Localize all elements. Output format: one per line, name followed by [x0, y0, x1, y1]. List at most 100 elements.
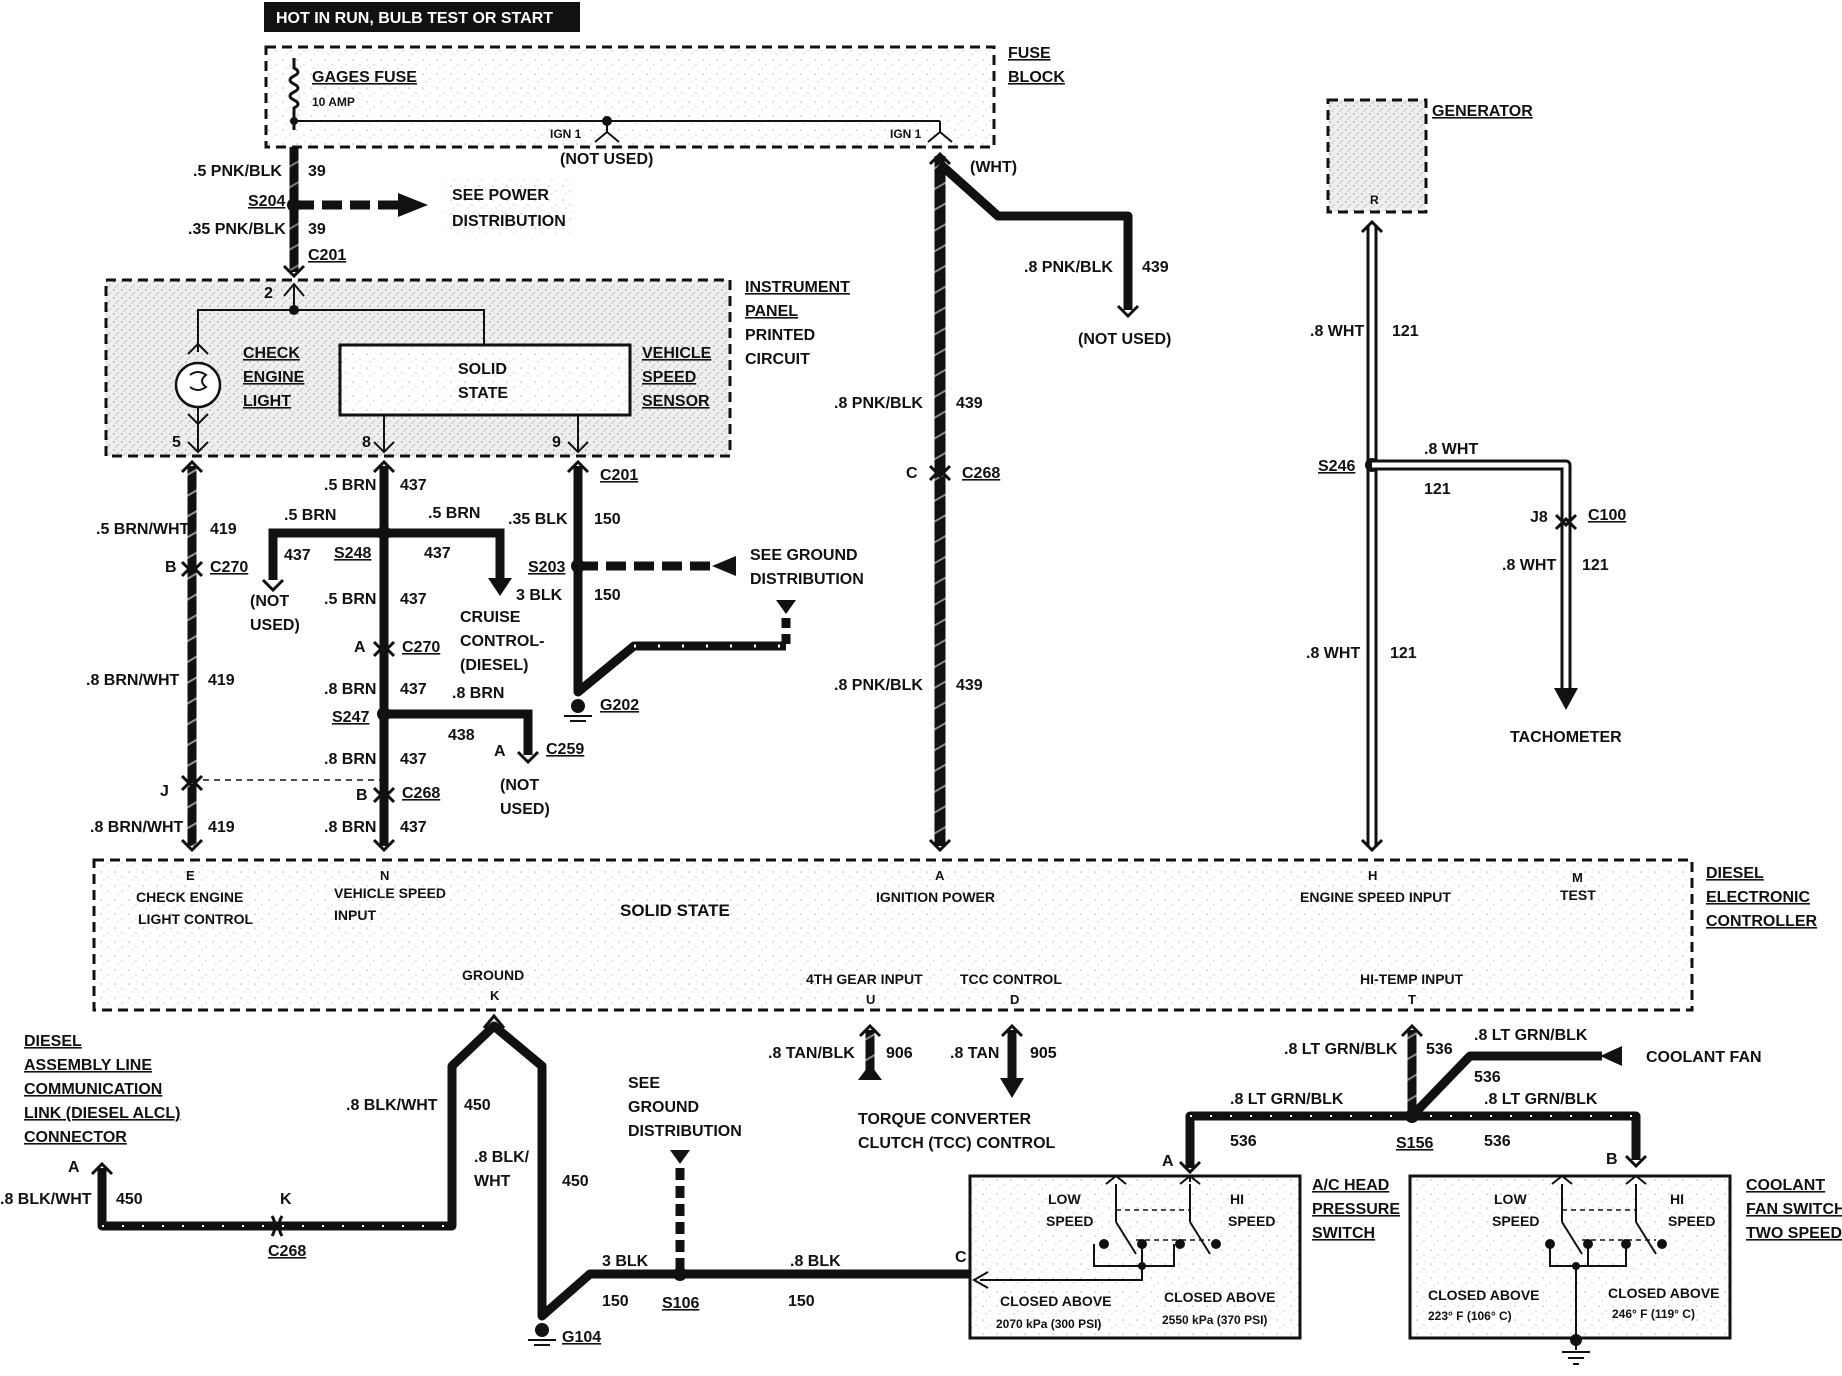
w437-3: .8 BRN: [324, 681, 376, 698]
splice-s106: S106: [662, 1295, 699, 1312]
w536d: .8 LT GRN/BLK: [1484, 1091, 1598, 1108]
ipc-pin-8: 8: [362, 434, 371, 451]
wht-label: (WHT): [970, 159, 1017, 176]
pin-a-ctrl: A: [935, 868, 945, 883]
see-ground-marker-icon: [776, 600, 796, 614]
alcl-5: CONNECTOR: [24, 1129, 127, 1146]
controller-solid-state: SOLID STATE: [620, 901, 730, 920]
see-gnd-1: SEE: [628, 1075, 660, 1092]
w150-3blk: 3 BLK: [602, 1253, 649, 1270]
ac-low-2: SPEED: [1046, 1213, 1093, 1229]
cf-c1-1: CLOSED ABOVE: [1428, 1287, 1540, 1303]
w437-4: .8 BRN: [324, 751, 376, 768]
pin-b-fan: B: [1606, 1151, 1618, 1168]
generator-pin-r: R: [1370, 193, 1379, 207]
tcc-1: TORQUE CONVERTER: [858, 1111, 1032, 1128]
circuit-439: (WHT) .8 PNK/BLK 439 (NOT USED) .8 PNK/B…: [834, 151, 1171, 853]
connector-c201-top: C201: [308, 247, 346, 264]
c121-2: 121: [1582, 557, 1609, 574]
w121-1: .8 WHT: [1310, 323, 1364, 340]
ipc-label-4: CIRCUIT: [745, 351, 810, 368]
pin-k-ground: GROUND: [462, 967, 524, 983]
w150-2: 3 BLK: [516, 587, 563, 604]
cruise-1: CRUISE: [460, 609, 521, 626]
coolant-fan-switch: COOLANT FAN SWITCH TWO SPEED LOW SPEED H…: [1408, 1174, 1842, 1365]
c419-3: 419: [208, 819, 235, 836]
tachometer: TACHOMETER: [1510, 729, 1622, 746]
w437-1: .5 BRN: [324, 477, 376, 494]
circuit-437: .5 BRN 437 .5 BRN .5 BRN 437 S248 437 (N…: [250, 459, 584, 853]
pin-d-1: TCC CONTROL: [960, 971, 1062, 987]
c150-2: 150: [594, 587, 621, 604]
c439-2: 439: [956, 677, 983, 694]
ground-g202: G202: [600, 697, 639, 714]
ac-pressure-switch: A/C HEAD PRESSURE SWITCH C LOW SPEED HI …: [955, 1174, 1400, 1340]
ground-g104: G104: [562, 1329, 601, 1346]
pin-h: H: [1368, 868, 1377, 883]
c450-alcl: 450: [116, 1191, 143, 1208]
conn-c100: C100: [1588, 507, 1626, 524]
w150-8blk: .8 BLK: [790, 1253, 841, 1270]
tcc-906-arrow-icon: [858, 1064, 882, 1080]
fuse-name: GAGES FUSE: [312, 69, 417, 86]
c437-3: 437: [400, 681, 427, 698]
w121-2: .8 WHT: [1502, 557, 1556, 574]
check-engine-1: CHECK: [243, 345, 300, 362]
pin-a-c270: A: [354, 639, 366, 656]
c536a: 536: [1426, 1041, 1453, 1058]
ipc-pin-5: 5: [172, 434, 181, 451]
power-wire-1: .5 PNK/BLK: [193, 163, 282, 180]
cf-label-2: FAN SWITCH: [1746, 1201, 1842, 1218]
ign1-right-label: IGN 1: [890, 127, 922, 141]
ac-hi-2: SPEED: [1228, 1213, 1275, 1229]
c437-left: 437: [284, 547, 311, 564]
c536d: 536: [1484, 1133, 1511, 1150]
w419-2: .8 BRN/WHT: [86, 672, 180, 689]
ac-label-3: SWITCH: [1312, 1225, 1375, 1242]
vss-label-1: VEHICLE: [642, 345, 712, 362]
see-power-1: SEE POWER: [452, 187, 549, 204]
w437-left: .5 BRN: [284, 507, 336, 524]
pin-e: E: [186, 868, 195, 883]
c437-5: 437: [400, 819, 427, 836]
c437-4: 437: [400, 751, 427, 768]
w437-5: .8 BRN: [324, 819, 376, 836]
c121-branch: 121: [1424, 481, 1451, 498]
ac-hi-1: HI: [1230, 1191, 1244, 1207]
ac-low-1: LOW: [1048, 1191, 1081, 1207]
ipc-block: INSTRUMENT PANEL PRINTED CIRCUIT 2 CHECK…: [104, 278, 850, 458]
controller-label-2: ELECTRONIC: [1706, 889, 1810, 906]
w419-1: .5 BRN/WHT: [96, 521, 190, 538]
c450-g2: 450: [562, 1173, 589, 1190]
ipc-solid-state-box: [338, 343, 632, 417]
controller-label-3: CONTROLLER: [1706, 913, 1818, 930]
pin-b-c268: B: [356, 787, 368, 804]
pin-u: U: [866, 992, 875, 1007]
splice-s204: S204: [248, 193, 285, 210]
pin-n-2: INPUT: [334, 907, 376, 923]
pin-a-c259: A: [494, 743, 506, 760]
c906: 906: [886, 1045, 913, 1062]
w536a: .8 LT GRN/BLK: [1284, 1041, 1398, 1058]
c438: 438: [448, 727, 475, 744]
c437-1: 437: [400, 477, 427, 494]
w450-alcl: .8 BLK/WHT: [0, 1191, 92, 1208]
conn-c270-mid: C270: [402, 639, 440, 656]
cruise-2: CONTROL-: [460, 633, 544, 650]
alcl-4: LINK (DIESEL ALCL): [24, 1105, 180, 1122]
ign-not-used: (NOT USED): [1078, 331, 1171, 348]
alcl-ground-circuit: DIESEL ASSEMBLY LINE COMMUNICATION LINK …: [0, 1013, 1000, 1346]
c536b: 536: [1474, 1069, 1501, 1086]
pin-k: K: [490, 988, 500, 1003]
see-ground-2: DISTRIBUTION: [750, 571, 864, 588]
w121-3: .8 WHT: [1306, 645, 1360, 662]
cf-low-2: SPEED: [1492, 1213, 1539, 1229]
pin-t-1: HI-TEMP INPUT: [1360, 971, 1464, 987]
c150-8blk: 150: [788, 1293, 815, 1310]
fuse-block-label-1: FUSE: [1008, 45, 1051, 62]
not-used-2b: USED): [500, 801, 550, 818]
ac-label-1: A/C HEAD: [1312, 1177, 1389, 1194]
splice-s203: S203: [528, 559, 565, 576]
circuit-121: GENERATOR R .8 WHT 121 S246 .8 WHT 121 J…: [1306, 98, 1626, 853]
